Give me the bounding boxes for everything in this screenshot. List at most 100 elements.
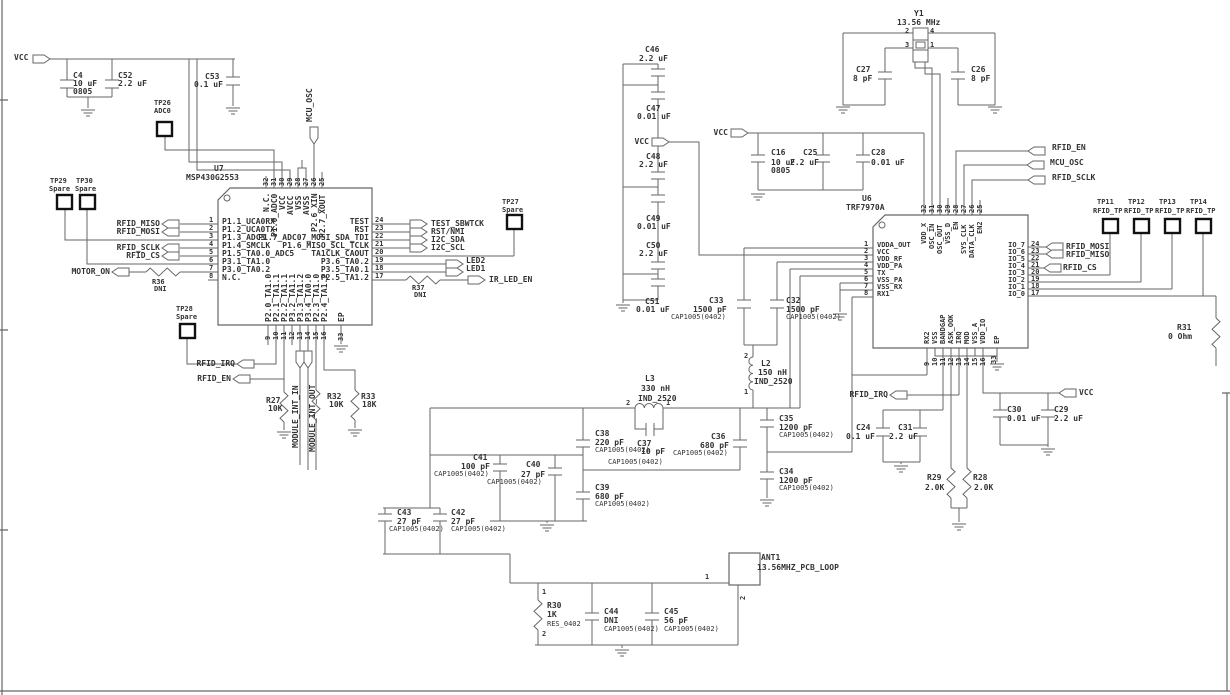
net-rst-nmi: RST/NMI (431, 227, 465, 236)
net-rfid-en-r: RFID_EN (1052, 143, 1086, 152)
ant1-pin1: 1 (705, 573, 710, 581)
ground-icon (836, 106, 850, 114)
wire-segments (378, 507, 739, 648)
u6-pin18-num: 18 (1031, 282, 1040, 290)
net-vcc-4: VCC (1079, 388, 1094, 397)
test-point-pad (1163, 217, 1182, 235)
l2-value: 150 nH (758, 368, 787, 377)
u6-pin1-mark-icon (878, 221, 886, 229)
y1-ref: Y1 (914, 9, 924, 18)
u6-pin29-label: VSS_D (944, 222, 952, 244)
antenna-loop-symbol (728, 552, 761, 586)
u7-pin18-label: P3.5_TA0.1 (320, 265, 369, 274)
tp26-name: ADC0 (154, 107, 171, 115)
c35-value: 1200 pF (779, 423, 813, 432)
net-flag-icon (889, 390, 908, 400)
c4-ref: C4 (73, 71, 83, 80)
r37-ref: R37 (412, 284, 425, 292)
u7-pin1-num: 1 (209, 216, 214, 224)
net-flag-icon (303, 350, 313, 369)
u7-ep-label: EP (337, 312, 346, 322)
u6-pin26-num: 26 (968, 204, 976, 213)
net-rfid-cs-u7: RFID_CS (126, 251, 160, 260)
net-vcc-2: VCC (634, 137, 649, 146)
u7-pin18-num: 18 (375, 264, 384, 272)
l3-pin1: 1 (666, 399, 671, 407)
u7-ref: U7 (214, 164, 224, 173)
tp27-ref: TP27 (502, 198, 519, 206)
test-point-pad (505, 213, 524, 231)
net-vcc-3: VCC (713, 128, 728, 137)
r33-value: 18K (362, 400, 377, 409)
c50-ref: C50 (646, 241, 661, 250)
c36-ref: C36 (711, 432, 726, 441)
u6-pin17-num: 17 (1031, 289, 1040, 297)
u6-pin19-num: 19 (1031, 275, 1040, 283)
c50-value: 2.2 uF (639, 249, 668, 258)
r30-pin1: 1 (542, 588, 547, 596)
ant1-pin2: 2 (739, 595, 747, 600)
net-i2c-scl: I2C_SCL (431, 243, 465, 252)
c44-ref: C44 (604, 607, 619, 616)
net-flag-icon (1027, 175, 1046, 185)
u7-pin3-label: P1.3_ADC3 (222, 233, 266, 242)
net-rfid-sclk-r: RFID_SCLK (1052, 173, 1096, 182)
u7-pin12-num: 12 (288, 331, 296, 340)
wire-segments (622, 63, 873, 303)
u6-pin32-num: 32 (920, 204, 928, 213)
net-flag-icon (445, 259, 464, 269)
c51-value: 0.01 uF (636, 305, 670, 314)
net-led1: LED1 (466, 264, 486, 273)
c26-ref: C26 (971, 65, 986, 74)
c42-footprint: CAP1005(0402) (451, 525, 506, 533)
u6-pin25-num: 25 (976, 204, 984, 213)
c34-footprint: CAP1005(0402) (779, 484, 834, 492)
c42-ref: C42 (451, 508, 466, 517)
u6-pin4-num: 4 (864, 261, 869, 269)
u7-pin26-num: 26 (310, 177, 318, 186)
u6-pin30-num: 30 (936, 204, 944, 213)
l3-footprint: IND_2520 (638, 394, 677, 403)
resistor-symbol (946, 467, 956, 499)
u7-pin4-num: 4 (209, 240, 214, 248)
c41-footprint: CAP1005(0402) (434, 470, 489, 478)
wire-segments (50, 58, 240, 108)
u6-pin12-num: 12 (947, 357, 955, 366)
u6-pin2-label: VCC (877, 248, 890, 256)
u6-pin11-num: 11 (939, 357, 947, 366)
u7-pin24-num: 24 (375, 216, 384, 224)
net-flag-icon (445, 267, 464, 277)
net-rfid-miso-u7: RFID_MISO (116, 219, 160, 228)
u6-pin29-num: 29 (944, 204, 952, 213)
net-flag-icon (161, 251, 180, 261)
wire-segments (748, 132, 1028, 215)
u7-pin10-num: 10 (272, 331, 280, 340)
u6-pin9-label: RX2 (923, 331, 931, 344)
u6-ep-label: EP (993, 335, 1001, 344)
c31-value: 2.2 uF (889, 432, 918, 441)
u6-pin25-label: EN2 (976, 221, 984, 234)
u6-pin16-label: VDD_IO (979, 318, 987, 344)
y1-value: 13.56 MHz (897, 18, 941, 27)
c36-value: 680 pF (700, 441, 729, 450)
u7-ic-body (217, 187, 373, 326)
u6-pin13-label: IRQ (955, 331, 963, 344)
module-int-in: MODULE_INT_IN (291, 385, 300, 448)
net-flag-icon (730, 128, 749, 138)
wire-segments (186, 325, 356, 470)
u7-pin1-label: P1.1_UCA0RX (222, 217, 275, 226)
u6-pin5-label: TX (877, 269, 886, 277)
c34-value: 1200 pF (779, 476, 813, 485)
u6-pin1-label: VDDA_OUT (877, 241, 911, 249)
u6-pin3-num: 3 (864, 254, 869, 262)
u7-pin31-num: 31 (270, 177, 278, 186)
u7-pin15-num: 15 (312, 331, 320, 340)
c53-value: 0.1 uF (194, 80, 223, 89)
u7-pin20-label: TA1CLK_CAOUT (311, 249, 369, 258)
net-flag-icon (161, 243, 180, 253)
u6-pin15-num: 15 (971, 357, 979, 366)
c28-ref: C28 (871, 148, 886, 157)
ground-icon (540, 524, 554, 532)
u6-pin12-label: ASK_OOK (947, 314, 955, 344)
c39-footprint: CAP1005(0402) (595, 500, 650, 508)
